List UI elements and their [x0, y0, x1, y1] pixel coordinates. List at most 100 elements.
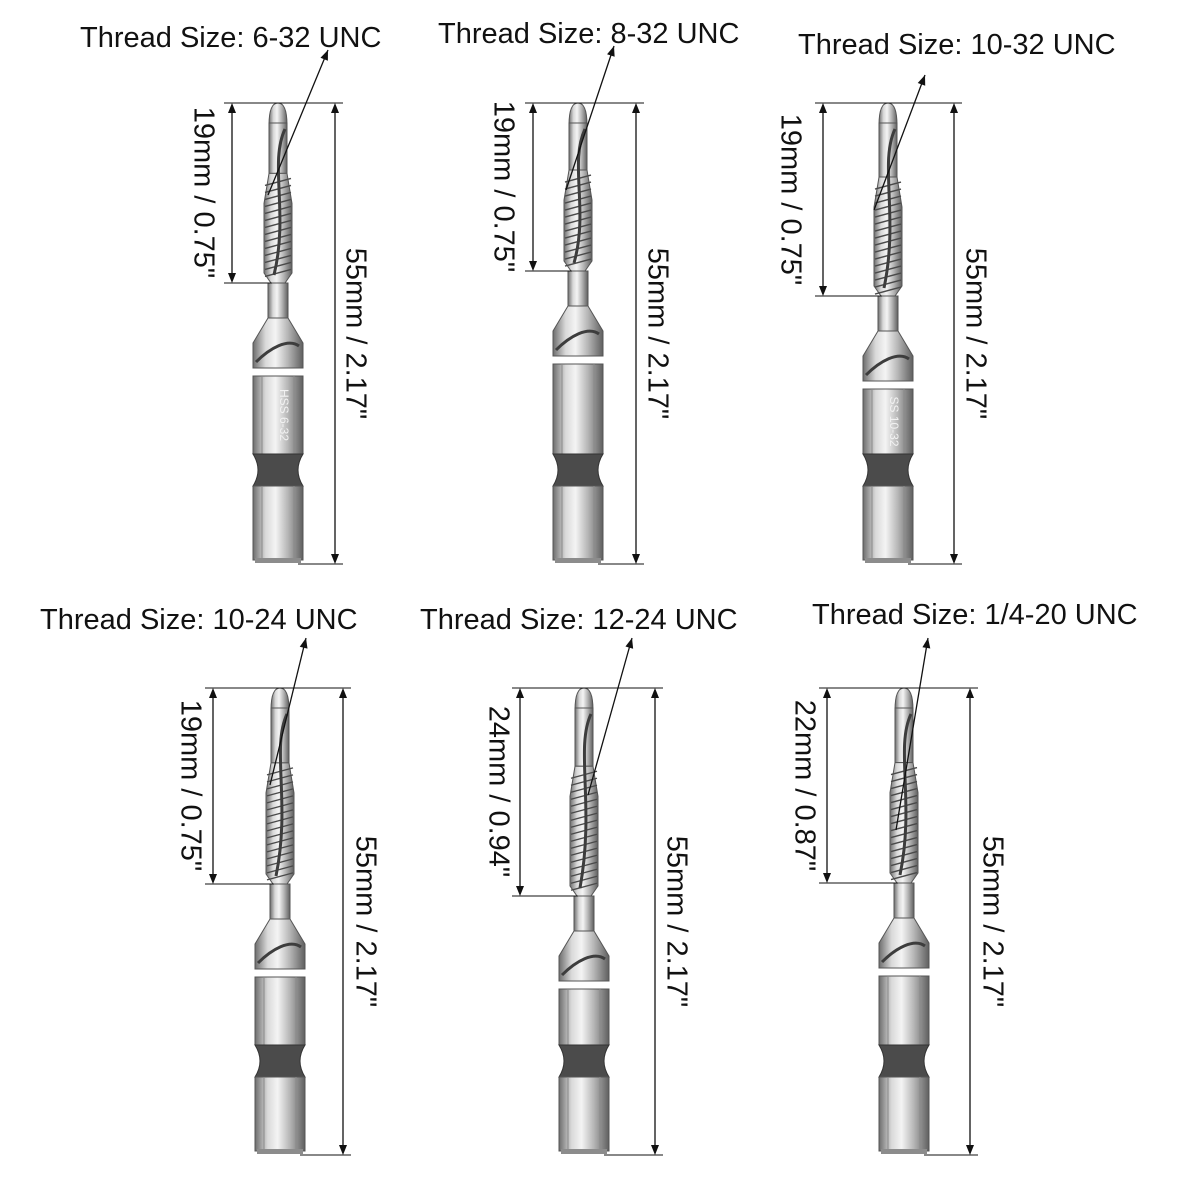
thread-ridge	[874, 230, 902, 239]
dimension-lines	[819, 637, 978, 1156]
arrowhead-bottom	[228, 273, 236, 283]
collar-flute	[254, 341, 300, 364]
arrowhead-top	[209, 688, 217, 698]
thread-length-label: 19mm / 0.75"	[174, 699, 207, 872]
total-length-dimension	[966, 688, 974, 1155]
thread-size-label: Thread Size: 12-24 UNC	[420, 604, 738, 636]
dimension-lines	[205, 637, 351, 1156]
thread-ridge	[890, 864, 918, 874]
dimension-lines	[525, 45, 644, 565]
thread-ridge	[564, 209, 592, 218]
total-length-dimension	[331, 103, 339, 564]
total-length-label: 55mm / 2.17"	[959, 247, 992, 419]
spiral-flute	[572, 128, 587, 264]
thread-ridge	[564, 216, 592, 225]
shank-chamfer	[881, 1149, 927, 1154]
ball-groove	[878, 1044, 930, 1078]
leader-line	[587, 637, 633, 796]
shank-chamfer	[257, 1149, 303, 1154]
hex-shank-end	[878, 1076, 930, 1152]
hex-shank-end	[558, 1076, 610, 1152]
thread-ridge	[266, 823, 294, 832]
hex-shank	[862, 388, 914, 455]
spiral-flute	[272, 128, 287, 276]
leader-line	[565, 45, 615, 191]
thread-ridge	[564, 258, 592, 267]
thread-ridge	[266, 795, 294, 804]
drill-tap-bit	[254, 687, 306, 1154]
drill-tap-bit: HSS 6-32	[252, 102, 304, 563]
shank-chamfer	[865, 558, 911, 563]
thread-ridge	[874, 209, 902, 218]
spiral-flute	[898, 713, 913, 876]
collar-flute	[256, 942, 302, 965]
shank-chamfer	[555, 558, 601, 563]
thread-ridge	[570, 805, 598, 814]
hex-shank-end	[254, 1076, 306, 1152]
bit-panel-3: SS 10-32 Thread Size: 10-32 UNC 19mm / 0…	[775, 0, 1200, 600]
hex-shank	[878, 975, 930, 1046]
leader-line	[895, 637, 929, 831]
ball-groove	[558, 1044, 610, 1078]
thread-ridge	[570, 798, 598, 807]
thread-ridge	[570, 826, 598, 835]
thread-ridge	[890, 787, 918, 797]
thread-size-label: Thread Size: 10-24 UNC	[40, 604, 358, 636]
leader-line	[873, 74, 926, 211]
drill-point	[268, 102, 288, 126]
thread-length-dimension	[819, 103, 827, 296]
shaft	[877, 295, 899, 332]
arrowhead-bottom	[632, 554, 640, 564]
total-length-label: 55mm / 2.17"	[976, 835, 1009, 1007]
shaft	[267, 282, 289, 319]
shank-chamfer	[561, 1149, 607, 1154]
bit-panel-4: Thread Size: 10-24 UNC 19mm / 0.75" 55mm…	[0, 600, 400, 1200]
arrowhead-top	[516, 688, 524, 698]
dimension-lines	[512, 637, 663, 1156]
total-length-dimension	[632, 103, 640, 564]
arrowhead-top	[331, 103, 339, 113]
arrowhead-top	[339, 688, 347, 698]
thread-length-label: 19mm / 0.75"	[774, 113, 807, 285]
thread-ridge	[266, 788, 294, 797]
thread-ridge	[890, 808, 918, 818]
thread-ridge	[266, 865, 294, 874]
thread-length-label: 19mm / 0.75"	[487, 100, 520, 273]
total-length-label: 55mm / 2.17"	[660, 835, 693, 1007]
drill-point	[574, 687, 594, 711]
thread-ridge	[264, 219, 292, 229]
arrowhead-bottom	[331, 554, 339, 564]
arrowhead-bottom	[516, 886, 524, 896]
total-length-dimension	[651, 688, 659, 1155]
arrowhead-bottom	[209, 874, 217, 884]
arrowhead-bottom	[339, 1145, 347, 1155]
hex-shank-end	[252, 485, 304, 561]
drill-tap-bit	[878, 687, 930, 1154]
thread-ridge	[890, 815, 918, 825]
thread-ridge	[264, 198, 292, 208]
spiral-flute	[274, 713, 289, 877]
leader-line	[267, 49, 329, 196]
collar-flute	[560, 954, 606, 977]
thread-ridge	[266, 809, 294, 818]
thread-size-label: Thread Size: 6-32 UNC	[80, 22, 382, 54]
ball-groove	[252, 453, 304, 487]
thread-length-label: 19mm / 0.75"	[187, 106, 220, 279]
thread-ridge	[874, 286, 902, 295]
hex-shank	[254, 976, 306, 1046]
arrowhead-bottom	[819, 286, 827, 296]
total-length-dimension	[950, 103, 958, 564]
arrowhead-top	[228, 103, 236, 113]
collar-flute	[880, 941, 926, 964]
leader-arrowhead	[625, 638, 634, 649]
thread-ridge	[564, 202, 592, 211]
total-length-label: 55mm / 2.17"	[641, 247, 674, 419]
thread-ridge	[874, 272, 902, 281]
total-length-label: 55mm / 2.17"	[349, 835, 382, 1007]
shaft	[269, 883, 291, 920]
collar-flute	[554, 329, 600, 352]
leader-arrowhead	[922, 638, 931, 649]
leader-arrowhead	[299, 638, 308, 649]
thread-size-label: Thread Size: 1/4-20 UNC	[812, 599, 1138, 631]
thread-ridge	[570, 833, 598, 842]
